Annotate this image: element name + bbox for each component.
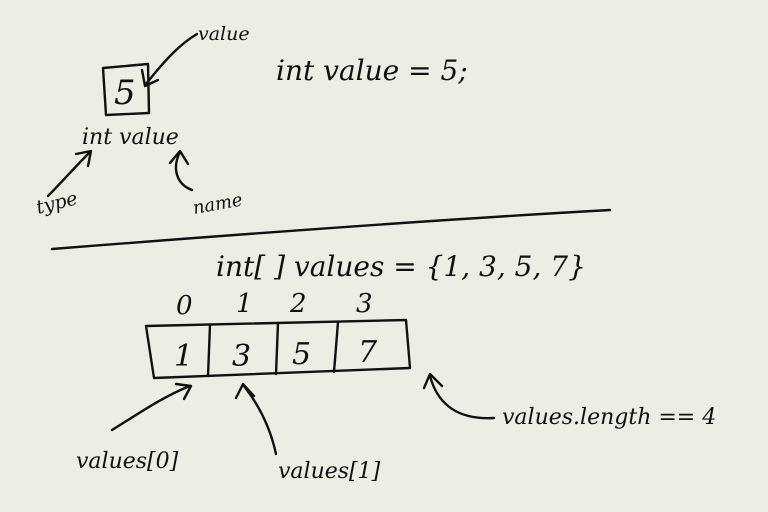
array-outline [144, 318, 412, 380]
box-value: 5 [114, 73, 136, 113]
array-code: int[ ] values = {1, 3, 5, 7} [216, 250, 586, 283]
name-arrowhead [168, 149, 190, 166]
length-label: values.length == 4 [502, 405, 716, 430]
name-arrow [174, 150, 194, 192]
type-label: type [34, 187, 80, 218]
length-arrow [428, 374, 496, 420]
value-arrowhead [140, 68, 160, 88]
type-arrowhead [74, 149, 93, 168]
value-box [101, 62, 151, 117]
first-element-arrow [110, 384, 192, 432]
length-arrowhead [422, 372, 444, 390]
array-cell-value: 1 [174, 339, 193, 374]
value-arrow-label: value [198, 23, 250, 45]
array-index: 1 [236, 289, 253, 319]
second-element-label: values[1] [278, 459, 381, 484]
type-arrow [46, 150, 92, 198]
cell-divider [332, 320, 340, 374]
name-label: name [191, 190, 244, 219]
second-element-arrow [242, 384, 278, 456]
array-index: 2 [289, 289, 307, 319]
second-element-arrowhead [234, 382, 256, 400]
first-element-label: values[0] [76, 449, 179, 474]
array-cell-value: 3 [232, 339, 251, 374]
first-element-arrowhead [174, 382, 193, 401]
divider-line [50, 208, 612, 251]
array-cell-value: 7 [358, 335, 378, 370]
array-cell-value: 5 [292, 337, 311, 372]
cell-divider [274, 321, 280, 376]
array-index: 3 [356, 289, 373, 319]
declaration-name: int value [82, 125, 179, 150]
scalar-code: int value = 5; [276, 54, 468, 87]
cell-divider [206, 323, 212, 378]
value-arrow [144, 32, 199, 86]
array-index: 0 [176, 291, 193, 321]
